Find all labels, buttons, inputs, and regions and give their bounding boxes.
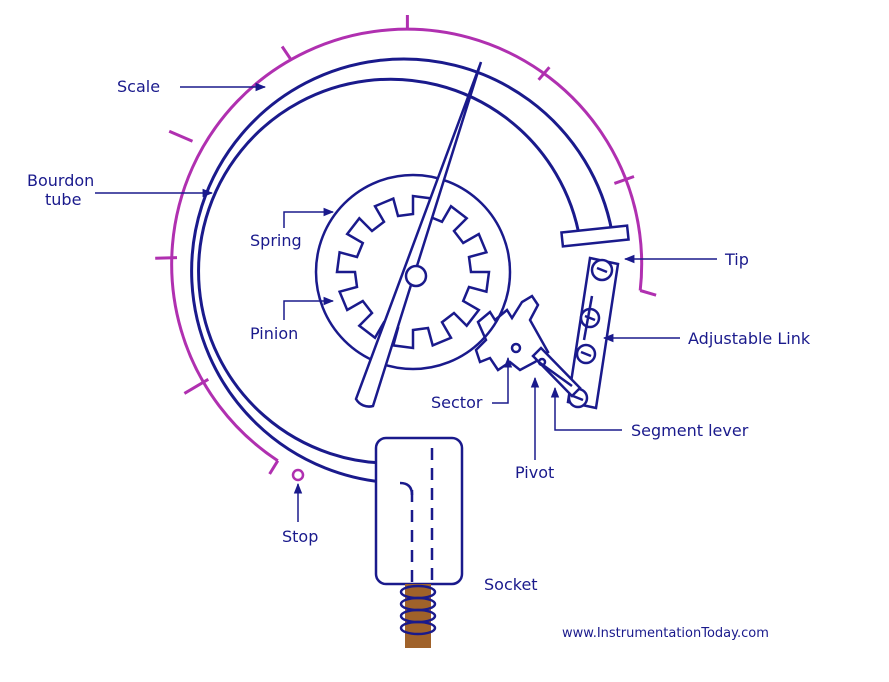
stop	[291, 468, 305, 482]
sector-leader	[492, 356, 513, 404]
label-pinion: Pinion	[250, 324, 298, 343]
spring-leader	[283, 207, 335, 228]
label-scale: Scale	[117, 77, 160, 96]
label-pivot: Pivot	[515, 463, 554, 482]
label-socket: Socket	[484, 575, 538, 594]
segment-lever-leader	[550, 386, 622, 431]
label-bourdon-line1: Bourdon	[27, 171, 94, 190]
label-adjustable-link: Adjustable Link	[688, 329, 811, 348]
pointer	[354, 61, 483, 408]
socket-thread	[399, 584, 437, 648]
label-tip: Tip	[724, 250, 749, 269]
label-bourdon-line2: tube	[45, 190, 81, 209]
socket	[374, 436, 464, 586]
adjustable-link	[566, 256, 620, 410]
tip	[560, 224, 630, 248]
pinion-disc	[314, 173, 512, 371]
pinion-leader	[283, 296, 335, 320]
sector	[474, 294, 550, 372]
label-sector: Sector	[431, 393, 483, 412]
scale-arc	[155, 15, 657, 475]
label-stop: Stop	[282, 527, 318, 546]
watermark: www.InstrumentationToday.com	[562, 626, 769, 641]
label-spring: Spring	[250, 231, 302, 250]
segment-lever	[531, 346, 582, 398]
label-segment-lever: Segment lever	[631, 421, 749, 440]
